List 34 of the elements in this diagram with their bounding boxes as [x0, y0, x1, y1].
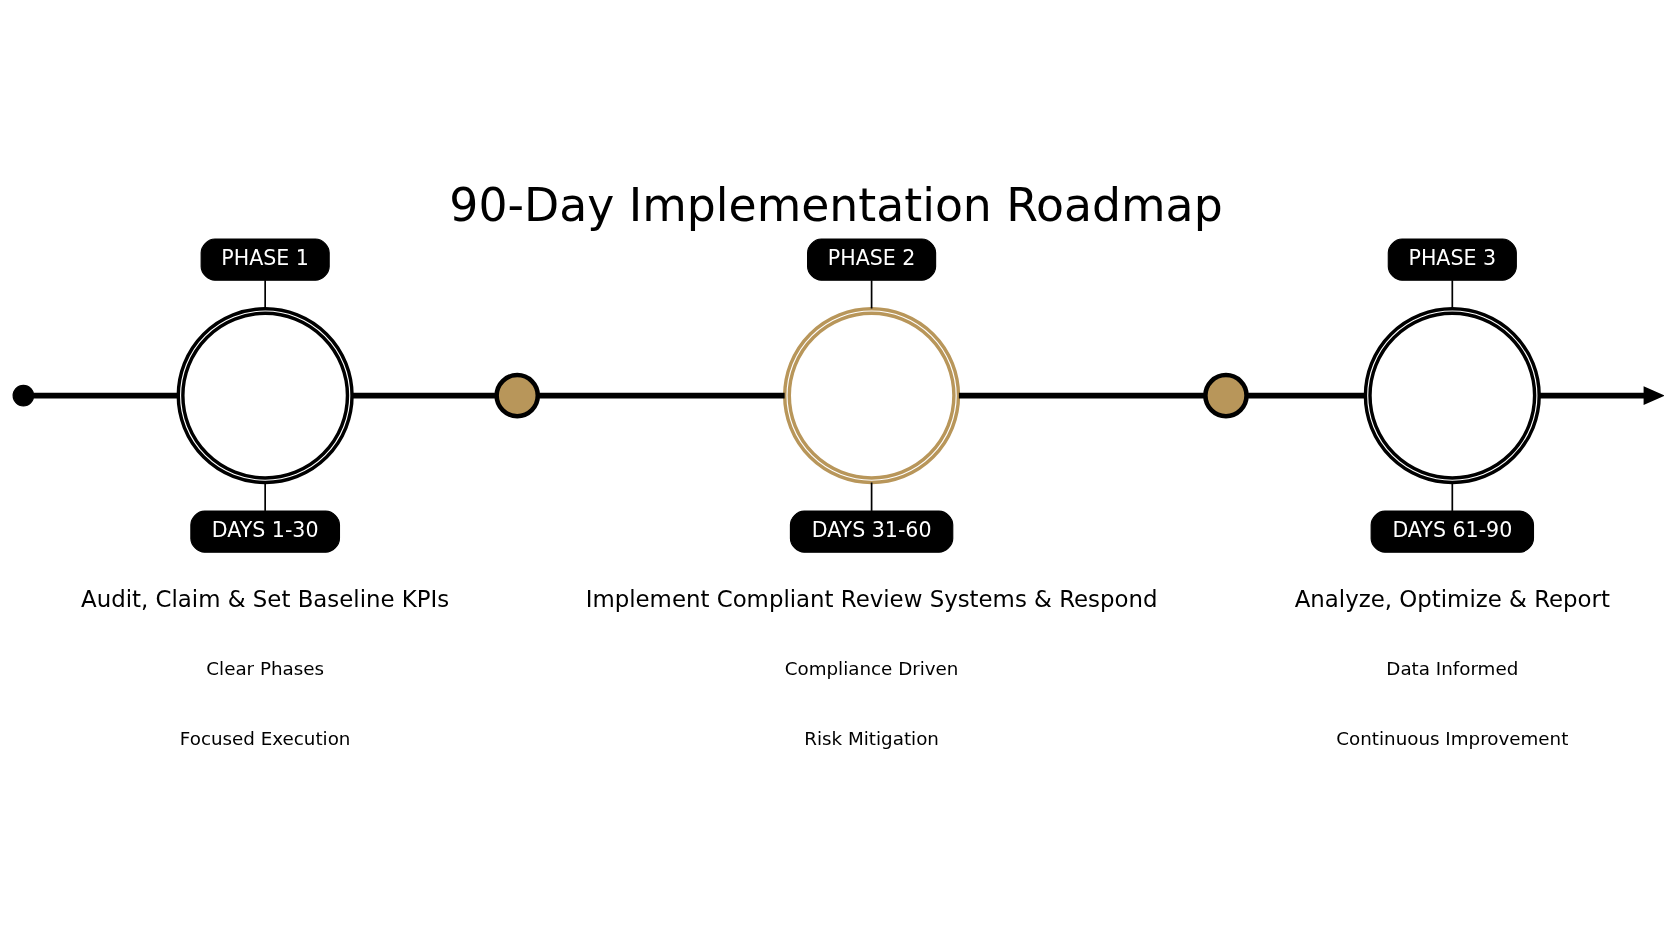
node-box: PHASE 1 — [200, 238, 330, 281]
arrow — [1539, 386, 1664, 405]
connector — [1451, 481, 1454, 512]
connector — [538, 392, 785, 399]
connector — [870, 481, 873, 512]
node-label: Analyze, Optimize & Report — [1294, 586, 1610, 613]
connector — [264, 481, 266, 512]
connector — [264, 279, 266, 310]
label: Risk Mitigation — [804, 728, 939, 750]
node-label: Audit, Claim & Set Baseline KPIs — [81, 586, 450, 613]
node-circle — [1203, 372, 1249, 419]
node-circle — [494, 372, 541, 419]
label: Continuous Improvement — [1336, 728, 1569, 750]
connector — [1246, 392, 1366, 399]
label: Compliance Driven — [784, 658, 959, 680]
connector — [870, 279, 873, 310]
node-box: DAYS 31-60 — [789, 510, 954, 553]
node-box: PHASE 2 — [807, 238, 937, 281]
connector — [1451, 279, 1454, 310]
label: Focused Execution — [179, 728, 351, 750]
diagram-title: 90-Day Implementation Roadmap — [449, 178, 1223, 232]
node-box: DAYS 1-30 — [190, 510, 341, 553]
node-circle — [12, 384, 35, 407]
node-box: DAYS 61-90 — [1370, 510, 1535, 553]
node-circle — [783, 307, 961, 485]
node-circle — [1363, 307, 1541, 485]
connector — [958, 392, 1206, 399]
node-box: PHASE 3 — [1387, 238, 1517, 281]
node-label: Implement Compliant Review Systems & Respond — [585, 586, 1158, 613]
node-circle — [176, 307, 354, 485]
connector — [352, 392, 497, 399]
label: Clear Phases — [206, 658, 325, 680]
connector — [33, 392, 179, 399]
label: Data Informed — [1386, 658, 1519, 680]
